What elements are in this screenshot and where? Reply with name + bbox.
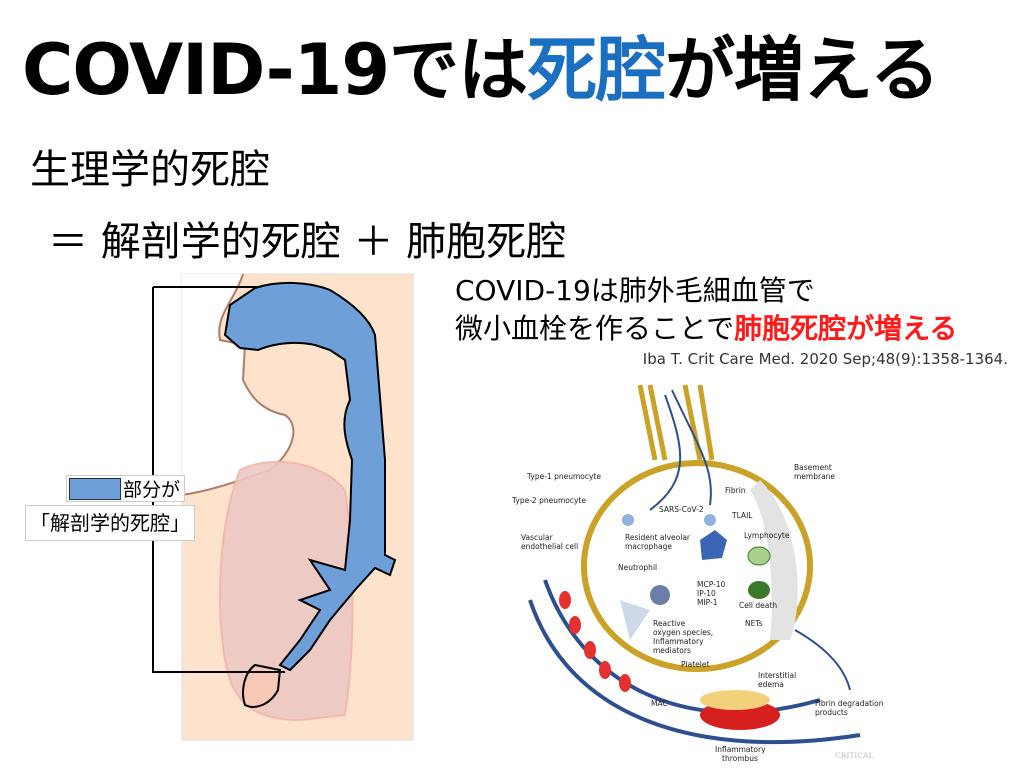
label-tlail: TLAIL (732, 511, 753, 520)
equation-line-1: 生理学的死腔 (30, 147, 270, 193)
label-vascular-endothelial: Vascular endothelial cell (521, 533, 579, 551)
label-nets: NETs (745, 619, 763, 628)
label-type1-pneumocyte: Type-1 pneumocyte (527, 472, 601, 481)
slide-title: COVID-19では死腔が増える (22, 22, 940, 118)
title-highlight: 死腔 (527, 29, 666, 111)
label-basement-membrane: Basement membrane (794, 463, 836, 481)
equation-line-2: ＝ 解剖学的死腔 ＋ 肺胞死腔 (48, 219, 567, 265)
label-inflammatory-thrombus: Inflammatory thrombus (715, 745, 766, 763)
blue-swatch (69, 477, 121, 500)
citation: Iba T. Crit Care Med. 2020 Sep;48(9):135… (642, 350, 1008, 368)
label-type2-pneumocyte: Type-2 pneumocyte (512, 496, 586, 505)
title-text-end: が増える (665, 29, 940, 111)
airway-legend-label: 「解剖学的死腔」 (25, 505, 195, 541)
label-platelet: Platelet (681, 660, 710, 669)
label-mac: MAC (651, 699, 668, 708)
finding-text: 微小血栓を作ることで (455, 312, 735, 345)
label-fibrin-degradation: Fibrin degradation products (815, 699, 884, 717)
label-sars-cov-2: SARS-CoV-2 (659, 505, 704, 514)
airway-legend-swatch-label: 部分が (66, 475, 186, 502)
label-fibrin: Fibrin (725, 486, 746, 495)
label-reactive-oxygen: Reactive oxygen species, Inflammatory me… (653, 619, 714, 655)
label-macrophage: Resident alveolar macrophage (625, 533, 691, 551)
watermark-critical: CRITICAL (835, 751, 874, 760)
label-neutrophil: Neutrophil (618, 563, 658, 572)
label-cytokines: MCP-10 IP-10 MIP-1 (697, 580, 726, 607)
finding-line-1: COVID-19は肺外毛細血管で (455, 274, 815, 307)
finding-highlight: 肺胞死腔が増える (734, 312, 958, 345)
finding-line-2: 微小血栓を作ることで肺胞死腔が増える (455, 310, 957, 348)
label-interstitial-edema: Interstitial edema (758, 671, 797, 689)
label-cell-death: Cell death (739, 601, 778, 610)
legend-text-1: 部分が (123, 479, 181, 501)
title-text: COVID-19では (22, 29, 528, 111)
label-lymphocyte: Lymphocyte (744, 531, 790, 540)
